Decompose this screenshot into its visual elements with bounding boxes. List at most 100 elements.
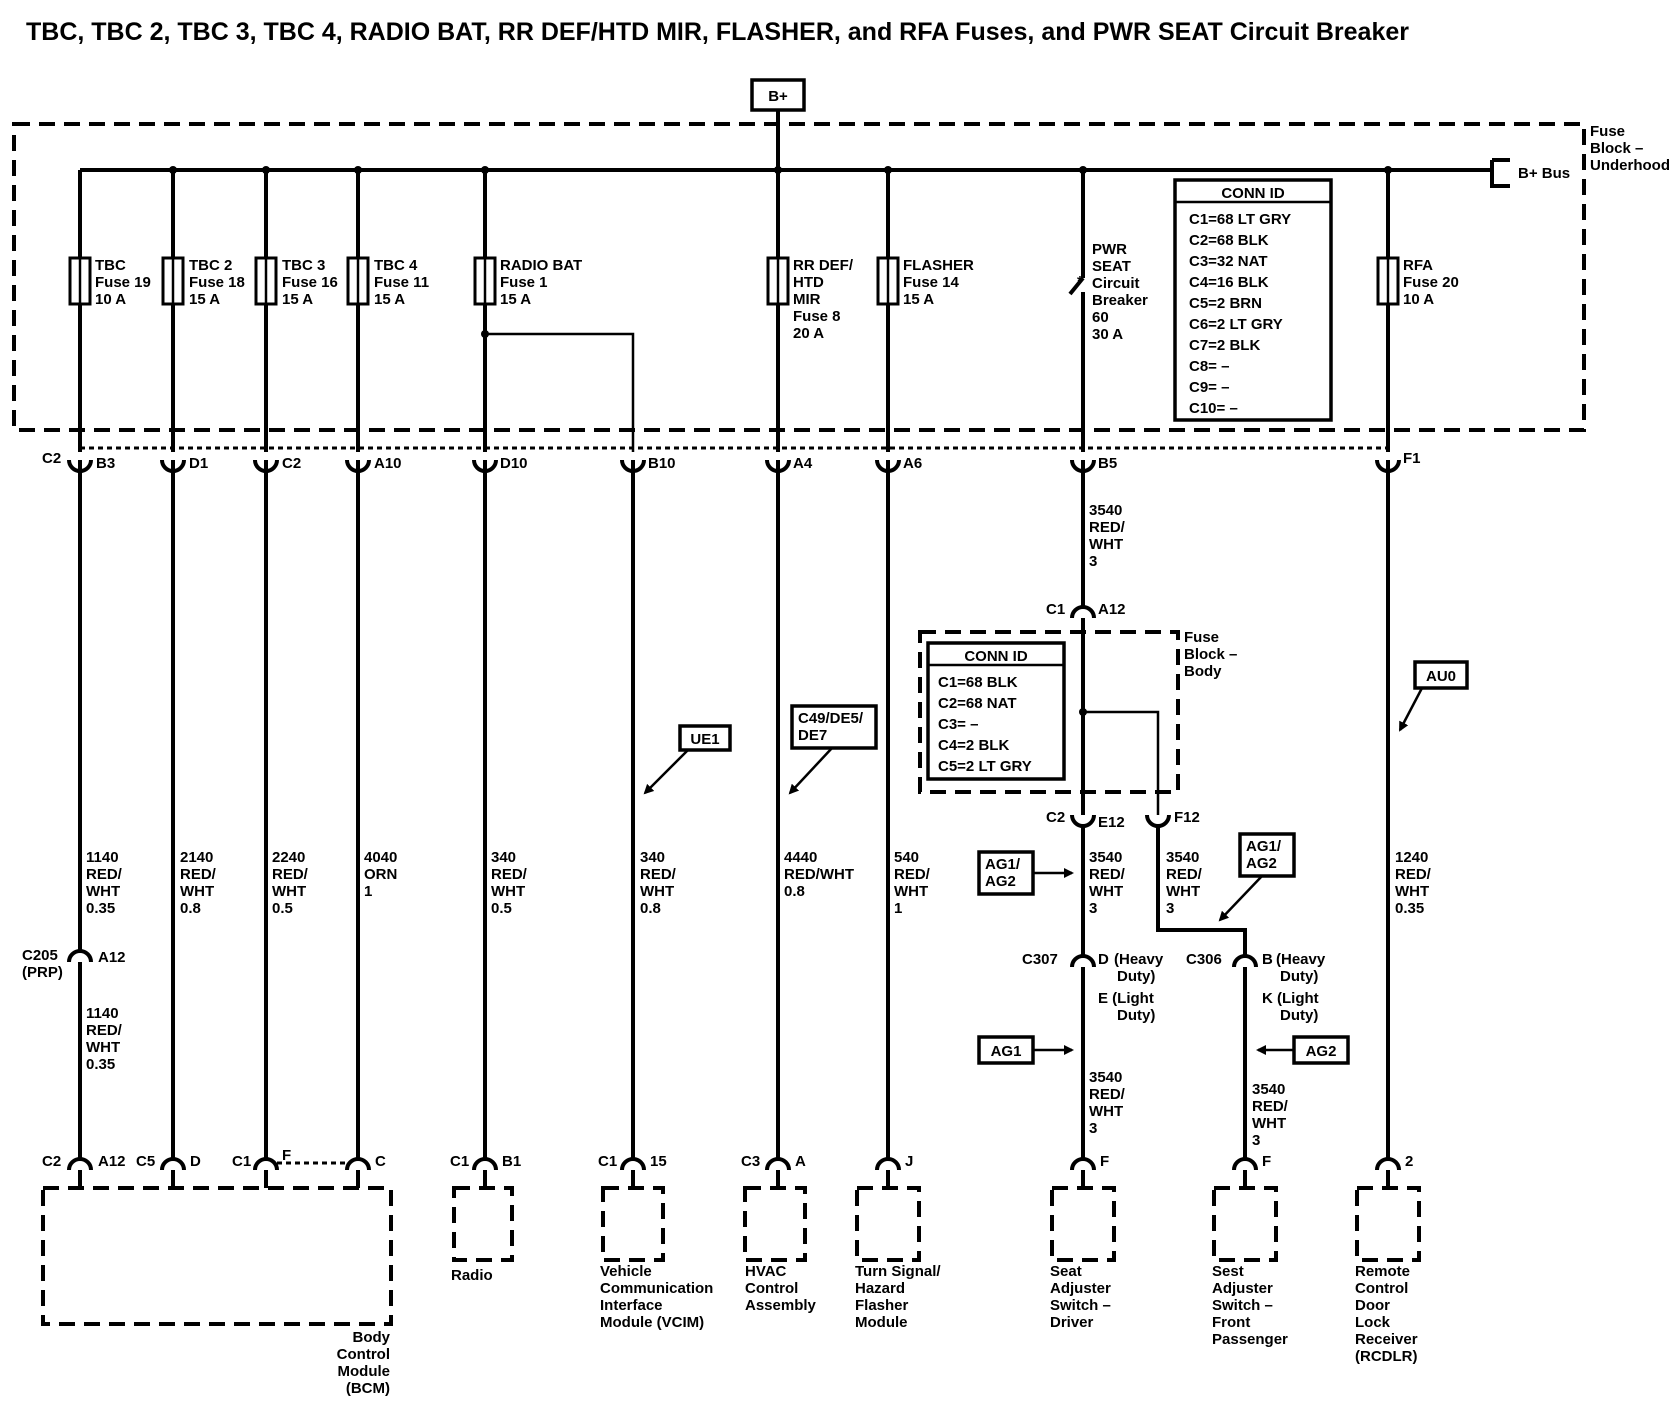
svg-text:WHT: WHT [1166, 883, 1200, 900]
option-ag1-ag2-right: AG1/ AG2 [1218, 832, 1296, 922]
svg-text:B5: B5 [1098, 455, 1117, 472]
svg-text:HVAC: HVAC [745, 1263, 787, 1280]
bplus-bus-connector [1490, 158, 1510, 188]
svg-text:Front: Front [1212, 1314, 1250, 1331]
svg-text:C3: C3 [741, 1153, 760, 1170]
svg-text:C1: C1 [232, 1153, 251, 1170]
circuit-breaker-pwr-seat: * [1068, 273, 1085, 296]
svg-text:AG1: AG1 [991, 1043, 1022, 1060]
svg-text:AG1/: AG1/ [1246, 838, 1282, 855]
fuse-label-tbc-3: TBC 3 Fuse 16 15 A [282, 257, 338, 308]
svg-text:AG2: AG2 [1246, 855, 1277, 872]
wire-label-340-vcim: 340 RED/ WHT 0.8 [640, 849, 677, 917]
component-radio-box [452, 1186, 514, 1262]
svg-text:K (Light: K (Light [1262, 990, 1319, 1007]
wire-label-540: 540 RED/ WHT 1 [894, 849, 931, 917]
svg-text:Fuse: Fuse [1590, 123, 1625, 140]
bplus-bus-label: B+ Bus [1518, 165, 1570, 182]
connector-c306: C306 B (Heavy Duty) K (Light Duty) [1186, 951, 1326, 1024]
svg-text:Fuse 8: Fuse 8 [793, 308, 841, 325]
wire-label-3540-top: 3540 RED/ WHT 3 [1089, 502, 1126, 570]
svg-text:Control: Control [745, 1280, 798, 1297]
svg-text:RED/: RED/ [1395, 866, 1432, 883]
component-bcm-box [41, 1186, 393, 1326]
bottom-connector-pin-labels: C2 A12 C5 D C1 F C C1 B1 C1 15 C3 A J F … [42, 1147, 1413, 1170]
svg-text:Switch –: Switch – [1212, 1297, 1273, 1314]
svg-text:(Heavy: (Heavy [1276, 951, 1326, 968]
svg-text:B10: B10 [648, 455, 676, 472]
svg-text:Driver: Driver [1050, 1314, 1094, 1331]
svg-text:RED/WHT: RED/WHT [784, 866, 854, 883]
svg-text:Lock: Lock [1355, 1314, 1391, 1331]
circuit-breaker-label: PWR SEAT Circuit Breaker 60 30 A [1092, 241, 1148, 343]
fuse-label-radio-bat: RADIO BAT Fuse 1 15 A [500, 257, 582, 308]
svg-text:AG1/: AG1/ [985, 856, 1021, 873]
svg-text:RR DEF/: RR DEF/ [793, 257, 854, 274]
svg-text:A10: A10 [374, 455, 402, 472]
svg-text:C9= –: C9= – [1189, 379, 1229, 396]
svg-text:Interface: Interface [600, 1297, 663, 1314]
svg-text:2: 2 [1405, 1153, 1413, 1170]
svg-text:(Heavy: (Heavy [1114, 951, 1164, 968]
svg-text:WHT: WHT [180, 883, 214, 900]
svg-text:(BCM): (BCM) [346, 1380, 390, 1397]
svg-text:D1: D1 [189, 455, 208, 472]
svg-text:Underhood: Underhood [1590, 157, 1670, 174]
wire-label-3540-passenger: 3540 RED/ WHT 3 [1252, 1081, 1289, 1149]
svg-text:0.35: 0.35 [86, 1056, 115, 1073]
svg-text:RED/: RED/ [272, 866, 309, 883]
svg-text:15 A: 15 A [189, 291, 220, 308]
svg-text:Body: Body [353, 1329, 391, 1346]
svg-text:CONN ID: CONN ID [1221, 185, 1285, 202]
svg-text:Door: Door [1355, 1297, 1390, 1314]
svg-text:Seat: Seat [1050, 1263, 1082, 1280]
wire-label-4040: 4040 ORN 1 [364, 849, 397, 900]
fuse-internal-lines [78, 258, 1390, 304]
option-ag1: AG1 [977, 1035, 1074, 1065]
svg-text:A12: A12 [1098, 601, 1126, 618]
svg-text:F12: F12 [1174, 809, 1200, 826]
wire-label-340-radio: 340 RED/ WHT 0.5 [491, 849, 528, 917]
wire-label-4440: 4440 RED/WHT 0.8 [784, 849, 854, 900]
option-au0: AU0 [1398, 660, 1469, 732]
fuse-label-rfa: RFA Fuse 20 10 A [1403, 257, 1459, 308]
svg-text:C: C [375, 1153, 386, 1170]
svg-text:C3=32 NAT: C3=32 NAT [1189, 253, 1268, 270]
svg-text:C1: C1 [598, 1153, 617, 1170]
svg-text:RED/: RED/ [86, 866, 123, 883]
svg-text:RED/: RED/ [180, 866, 217, 883]
svg-text:15 A: 15 A [500, 291, 531, 308]
svg-text:Fuse 14: Fuse 14 [903, 274, 960, 291]
component-vcim-box [601, 1186, 665, 1262]
svg-text:Breaker: Breaker [1092, 292, 1148, 309]
svg-text:RED/: RED/ [1166, 866, 1203, 883]
svg-text:WHT: WHT [1089, 1103, 1123, 1120]
svg-text:0.35: 0.35 [86, 900, 115, 917]
svg-text:Fuse 11: Fuse 11 [374, 274, 429, 291]
svg-text:J: J [905, 1153, 913, 1170]
svg-text:UE1: UE1 [690, 731, 719, 748]
svg-text:TBC: TBC [95, 257, 126, 274]
svg-text:PWR: PWR [1092, 241, 1127, 258]
wire-label-3540-e12: 3540 RED/ WHT 3 [1089, 849, 1126, 917]
component-label-seat-driver: Seat Adjuster Switch – Driver [1050, 1263, 1111, 1331]
component-hvac-box [743, 1186, 807, 1262]
svg-text:C5: C5 [136, 1153, 155, 1170]
svg-text:FLASHER: FLASHER [903, 257, 974, 274]
fuse-block-body-outline [918, 630, 1180, 794]
svg-text:3: 3 [1089, 900, 1097, 917]
component-label-radio: Radio [451, 1267, 493, 1284]
svg-text:C4=2 BLK: C4=2 BLK [938, 737, 1009, 754]
svg-text:AG2: AG2 [1306, 1043, 1337, 1060]
svg-text:C4=16 BLK: C4=16 BLK [1189, 274, 1269, 291]
svg-text:0.5: 0.5 [272, 900, 293, 917]
component-label-flasher: Turn Signal/ Hazard Flasher Module [855, 1263, 941, 1331]
svg-text:Radio: Radio [451, 1267, 493, 1284]
svg-text:Module (VCIM): Module (VCIM) [600, 1314, 704, 1331]
diagram-title: TBC, TBC 2, TBC 3, TBC 4, RADIO BAT, RR … [26, 18, 1409, 46]
fuse-block-underhood-label: Fuse Block – Underhood [1590, 123, 1670, 174]
svg-text:Vehicle: Vehicle [600, 1263, 652, 1280]
svg-text:Duty): Duty) [1280, 968, 1318, 985]
fuse-label-rr-def-htd-mir: RR DEF/ HTD MIR Fuse 8 20 A [793, 257, 854, 342]
svg-text:1140: 1140 [86, 1005, 119, 1022]
